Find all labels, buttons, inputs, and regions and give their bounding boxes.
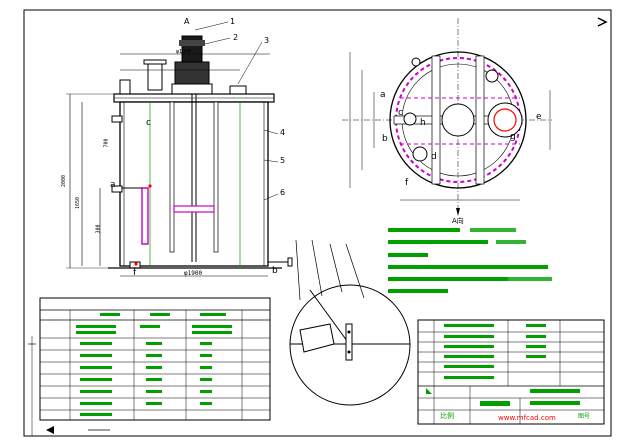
tank-body [119,101,269,267]
plan-outer-circle [389,51,527,189]
sheet-border [23,9,612,437]
title-block [417,319,605,425]
plan-view [342,18,552,216]
ground-marker-icon [46,426,54,434]
front-elevation [66,21,293,277]
parts-table [39,297,271,421]
internal-pipe [141,187,149,245]
corner-arrow-icon [597,17,608,27]
manhole-icon [493,108,517,132]
company-logo-icon [426,388,432,394]
technical-notes [388,228,552,293]
motor-icon [181,35,203,63]
detail-view [289,239,411,406]
